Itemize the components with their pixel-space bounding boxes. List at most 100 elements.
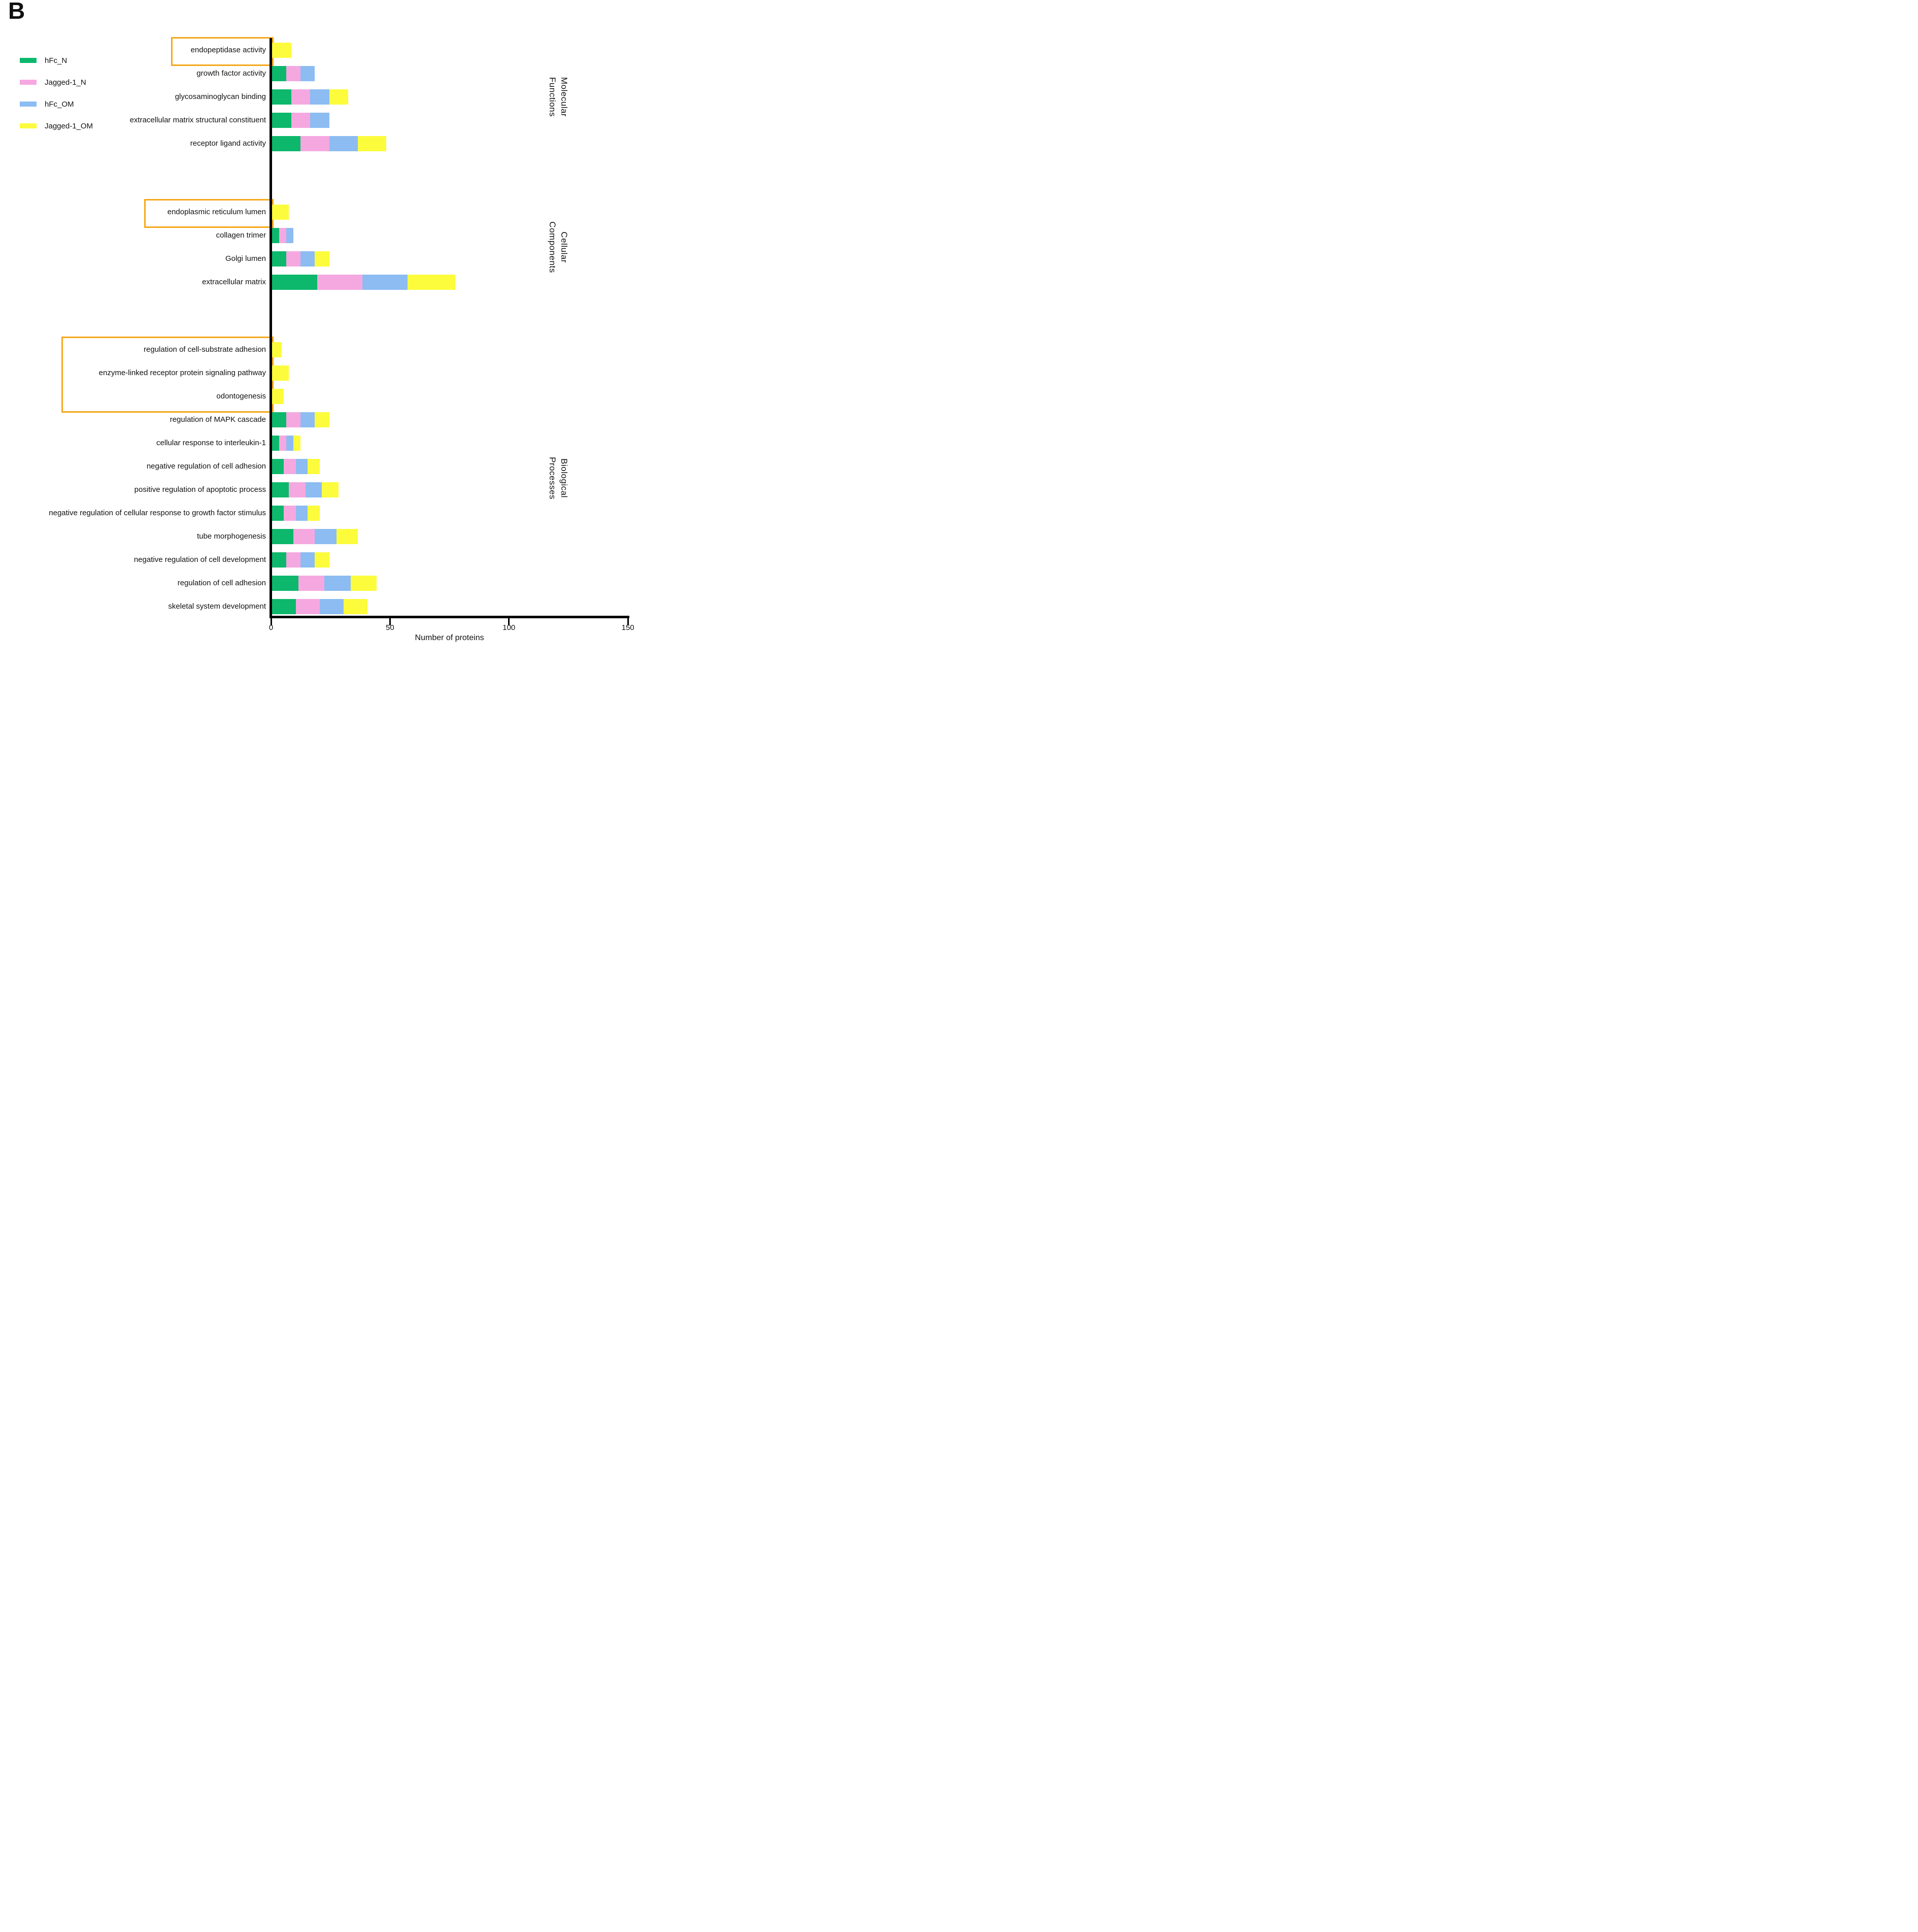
bar-segment-hfc-n: [272, 436, 280, 451]
bar-segment-jagged-1-n: [284, 506, 296, 521]
bar: [272, 459, 320, 474]
bar-segment-jagged-1-om: [350, 576, 377, 591]
legend-label: Jagged-1_N: [45, 78, 86, 87]
row-label: extracellular matrix structural constitu…: [129, 116, 266, 124]
bar: [272, 342, 282, 357]
bar: [272, 228, 294, 243]
row-label: negative regulation of cellular response…: [49, 509, 266, 517]
bar-segment-jagged-1-n: [286, 66, 301, 81]
row-label: odontogenesis: [216, 392, 266, 401]
row-label: extracellular matrix: [202, 278, 266, 286]
bar-segment-jagged-1-om: [336, 529, 358, 544]
row-label: endopeptidase activity: [190, 46, 266, 54]
bar-segment-jagged-1-n: [300, 136, 329, 151]
bar-segment-jagged-1-om: [272, 389, 284, 404]
bar-segment-jagged-1-om: [315, 552, 329, 568]
bar: [272, 599, 367, 614]
bar-segment-hfc-n: [272, 89, 291, 105]
bar: [272, 251, 329, 267]
bar-segment-hfc-n: [272, 459, 284, 474]
bar-segment-jagged-1-n: [293, 529, 315, 544]
bar-segment-hfc-om: [300, 66, 315, 81]
bar-segment-hfc-n: [272, 113, 291, 128]
bar-segment-jagged-1-om: [272, 365, 289, 381]
bar-segment-jagged-1-n: [295, 599, 320, 614]
bar-segment-hfc-n: [272, 576, 298, 591]
x-axis-title: Number of proteins: [415, 634, 484, 642]
bar-segment-jagged-1-n: [286, 412, 301, 427]
bar-segment-hfc-om: [319, 599, 344, 614]
bar-segment-jagged-1-n: [279, 436, 287, 451]
legend-item: Jagged-1_N: [20, 77, 86, 87]
bar-segment-jagged-1-om: [315, 412, 329, 427]
bar-segment-hfc-om: [362, 275, 408, 290]
bar-segment-jagged-1-om: [343, 599, 367, 614]
bar: [272, 275, 455, 290]
bar-segment-jagged-1-n: [291, 89, 310, 105]
section-label-line: Biological: [559, 458, 569, 498]
row-label: growth factor activity: [196, 69, 266, 78]
bar-segment-hfc-n: [272, 228, 280, 243]
bar-segment-hfc-om: [305, 482, 322, 497]
bar-segment-hfc-n: [272, 599, 296, 614]
bar-segment-jagged-1-om: [357, 136, 386, 151]
bar-segment-hfc-n: [272, 136, 301, 151]
x-axis-line: [270, 616, 629, 618]
bar-segment-jagged-1-om: [315, 251, 329, 267]
bar: [272, 89, 348, 105]
panel-label: B: [8, 0, 25, 24]
bar: [272, 412, 329, 427]
bar-segment-jagged-1-n: [291, 113, 310, 128]
bar-segment-jagged-1-om: [293, 436, 301, 451]
row-label: regulation of cell adhesion: [177, 579, 266, 587]
bar-segment-hfc-n: [272, 412, 287, 427]
bar-segment-hfc-n: [272, 275, 318, 290]
row-label: negative regulation of cell adhesion: [146, 462, 266, 471]
bar: [272, 136, 386, 151]
legend-label: hFc_OM: [45, 99, 74, 109]
bar-segment-jagged-1-om: [408, 275, 455, 290]
row-label: negative regulation of cell development: [133, 555, 266, 564]
bar-segment-hfc-om: [329, 136, 358, 151]
row-label: Golgi lumen: [225, 254, 266, 263]
row-label: regulation of MAPK cascade: [170, 415, 266, 424]
section-label-line: Processes: [547, 457, 557, 499]
row-label: collagen trimer: [216, 231, 266, 240]
x-axis-tick: [508, 618, 510, 625]
bar-segment-hfc-n: [272, 66, 287, 81]
bar: [272, 43, 291, 58]
bar-segment-jagged-1-n: [288, 482, 306, 497]
legend-item: hFc_OM: [20, 99, 74, 109]
row-label: cellular response to interleukin-1: [156, 439, 266, 447]
x-axis-tick: [270, 618, 272, 625]
x-axis-tick-label: 0: [268, 623, 274, 632]
bar-segment-jagged-1-om: [272, 43, 291, 58]
x-axis-tick: [389, 618, 391, 625]
x-axis-tick: [627, 618, 629, 625]
bar-segment-jagged-1-om: [308, 459, 320, 474]
bar-segment-hfc-n: [272, 251, 287, 267]
bar: [272, 66, 315, 81]
bar: [272, 365, 289, 381]
bar-segment-hfc-n: [272, 506, 284, 521]
section-label-line: Molecular: [559, 77, 569, 117]
bar-segment-jagged-1-n: [284, 459, 296, 474]
bar-segment-jagged-1-om: [272, 205, 289, 220]
bar-segment-hfc-om: [300, 412, 315, 427]
legend-swatch-jagged-1-n: [20, 80, 37, 85]
bar-segment-jagged-1-om: [308, 506, 320, 521]
bar-segment-jagged-1-om: [272, 342, 282, 357]
bar: [272, 552, 329, 568]
bar-segment-jagged-1-om: [322, 482, 339, 497]
bar: [272, 506, 320, 521]
legend-item: hFc_N: [20, 55, 67, 65]
bar: [272, 205, 289, 220]
y-axis-line: [270, 38, 272, 618]
section-label-line: Components: [547, 221, 557, 273]
row-label: tube morphogenesis: [197, 532, 266, 541]
bar-segment-hfc-om: [300, 552, 315, 568]
bar-segment-hfc-om: [310, 89, 329, 105]
